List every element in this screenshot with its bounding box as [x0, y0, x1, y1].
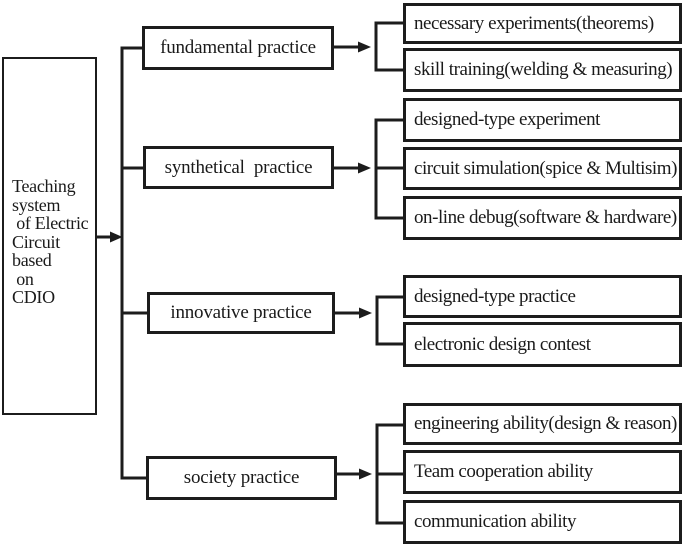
- node-teaching-system: Teaching system of Electric Circuit base…: [2, 57, 97, 415]
- group3-arrowhead: [359, 307, 372, 319]
- node-fundamental-practice: fundamental practice: [142, 26, 334, 70]
- leaf-skill-training: skill training(welding & measuring): [403, 48, 682, 92]
- leaf-necessary-experiments: necessary experiments(theorems): [403, 3, 682, 44]
- node-society-practice: society practice: [146, 456, 337, 500]
- leaf-label: electronic design contest: [414, 333, 591, 355]
- node-label: fundamental practice: [160, 37, 316, 58]
- leaf-circuit-simulation: circuit simulation(spice & Multisim): [403, 147, 682, 190]
- node-teaching-system-label: Teaching system of Electric Circuit base…: [12, 176, 89, 307]
- leaf-label: necessary experiments(theorems): [414, 12, 654, 34]
- leaf-label: engineering ability(design & reason): [414, 413, 677, 434]
- leaf-online-debug: on-line debug(software & hardware): [403, 196, 682, 240]
- group4-arrowhead: [359, 468, 372, 480]
- leaf-team-cooperation-ability: Team cooperation ability: [403, 450, 682, 494]
- leaf-electronic-design-contest: electronic design contest: [403, 322, 682, 367]
- leaf-label: designed-type experiment: [414, 109, 600, 130]
- leaf-engineering-ability: engineering ability(design & reason): [403, 403, 682, 445]
- leaf-label: on-line debug(software & hardware): [414, 207, 677, 228]
- leaf-designed-type-practice: designed-type practice: [403, 275, 682, 318]
- node-label: society practice: [183, 467, 300, 488]
- group3-bracket: [375, 295, 403, 346]
- leaf-designed-type-experiment: designed-type experiment: [403, 98, 682, 142]
- group2-arrowhead: [358, 162, 371, 174]
- leaf-communication-ability: communication ability: [403, 500, 682, 544]
- node-label: innovative practice: [170, 302, 312, 323]
- trunk-line: [120, 46, 146, 480]
- leaf-label: skill training(welding & measuring): [414, 59, 673, 80]
- node-label: synthetical practice: [164, 156, 313, 178]
- root-arrowhead: [110, 231, 123, 243]
- leaf-label: designed-type practice: [414, 285, 576, 307]
- group1-arrowhead: [358, 41, 371, 53]
- leaf-label: circuit simulation(spice & Multisim): [414, 157, 677, 179]
- leaf-label: Team cooperation ability: [414, 461, 593, 482]
- leaf-label: communication ability: [414, 511, 577, 532]
- group1-bracket: [374, 21, 403, 72]
- node-synthetical-practice: synthetical practice: [143, 146, 334, 189]
- node-innovative-practice: innovative practice: [147, 292, 335, 334]
